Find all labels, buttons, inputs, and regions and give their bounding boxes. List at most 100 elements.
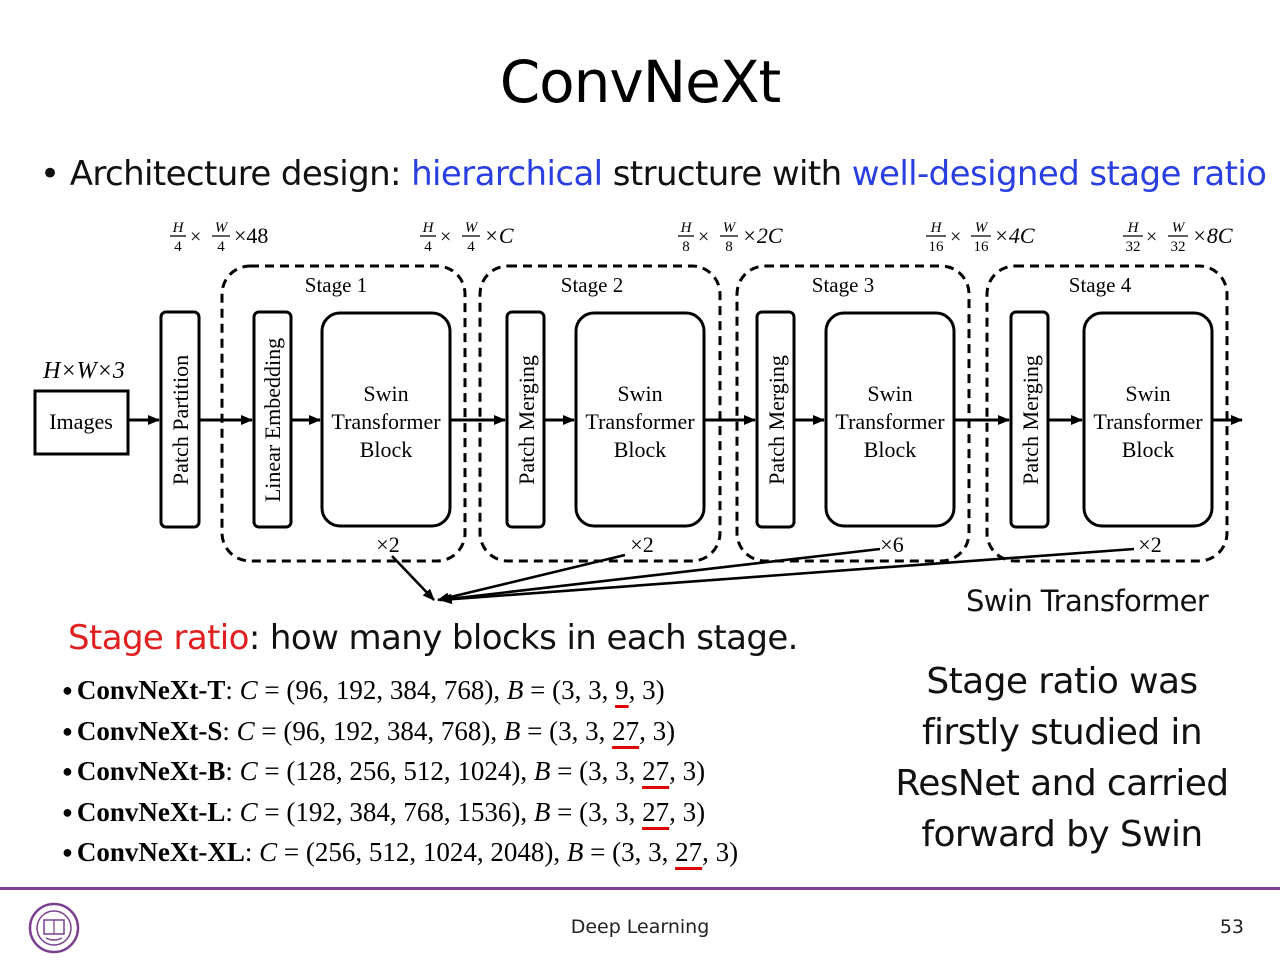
side-note-line: forward by Swin bbox=[921, 814, 1203, 855]
config-blocks-post: , 3) bbox=[628, 675, 665, 705]
stage-3-label: Stage 3 bbox=[812, 273, 874, 297]
slide-title: ConvNeXt bbox=[499, 48, 782, 116]
swin-architecture-diagram: H 4 × W 4 ×48 H 4 × W 4 ×C H 8 × W 8 bbox=[33, 220, 1243, 605]
svg-text:×: × bbox=[950, 226, 961, 248]
swin-block-2-line1: Swin bbox=[617, 381, 662, 406]
svg-text:W: W bbox=[215, 220, 229, 236]
config-name: ConvNeXt-S bbox=[76, 715, 223, 746]
swin-block-1-line3: Block bbox=[360, 437, 413, 462]
svg-text:8: 8 bbox=[682, 239, 690, 255]
side-note: Stage ratio was firstly studied in ResNe… bbox=[882, 656, 1242, 860]
list-item: ●ConvNeXt-B: C = (128, 256, 512, 1024), … bbox=[62, 756, 706, 786]
svg-text:32: 32 bbox=[1126, 239, 1141, 255]
footer-divider bbox=[0, 887, 1280, 890]
stage-ratio-definition: Stage ratio: how many blocks in each sta… bbox=[68, 618, 798, 658]
svg-text:×: × bbox=[440, 226, 451, 248]
stage-4-repeat: ×2 bbox=[1138, 532, 1161, 557]
svg-text:4: 4 bbox=[174, 239, 182, 255]
svg-text:W: W bbox=[975, 220, 989, 236]
stage-1-repeat: ×2 bbox=[376, 532, 399, 557]
swin-block-4-line2: Transformer bbox=[1093, 409, 1203, 434]
stage-4-label: Stage 4 bbox=[1069, 273, 1132, 297]
architecture-bullet: • Architecture design: hierarchical stru… bbox=[40, 154, 1267, 194]
config-channels: (96, 192, 384, 768) bbox=[286, 675, 494, 705]
side-note-line: Stage ratio was bbox=[926, 661, 1198, 702]
input-dims-label: H×W×3 bbox=[42, 358, 125, 384]
bullet-prefix: Architecture design: bbox=[69, 154, 412, 194]
svg-text:4: 4 bbox=[467, 239, 475, 255]
svg-text:W: W bbox=[723, 220, 737, 236]
swin-block-2-line2: Transformer bbox=[585, 409, 695, 434]
config-name: ConvNeXt-XL bbox=[76, 837, 245, 867]
svg-text:×: × bbox=[190, 226, 201, 248]
svg-text:H: H bbox=[172, 220, 185, 236]
config-name: ConvNeXt-B bbox=[76, 756, 226, 786]
swin-block-4-line3: Block bbox=[1122, 437, 1175, 462]
dim-label-stage1: H 4 × W 4 ×C bbox=[420, 220, 514, 255]
side-note-line: ResNet and carried bbox=[895, 763, 1229, 804]
stage-ratio-term: Stage ratio bbox=[68, 618, 249, 658]
svg-text:×: × bbox=[698, 226, 709, 248]
config-blocks-highlight: 27 bbox=[642, 796, 670, 827]
stage-4-container bbox=[985, 264, 1229, 563]
stage-2-label: Stage 2 bbox=[561, 273, 623, 297]
university-seal-icon bbox=[28, 902, 80, 954]
config-blocks-highlight: 27 bbox=[642, 756, 670, 786]
config-channels: (256, 512, 1024, 2048) bbox=[305, 837, 554, 867]
swin-block-2-line3: Block bbox=[614, 437, 667, 462]
images-label: Images bbox=[49, 409, 113, 434]
svg-text:4: 4 bbox=[217, 239, 225, 255]
page-number: 53 bbox=[1219, 916, 1244, 938]
bullet-middle: structure with bbox=[602, 154, 852, 194]
svg-text:H: H bbox=[422, 220, 435, 236]
stage-ratio-text: : how many blocks in each stage. bbox=[248, 618, 799, 658]
swin-transformer-caption: Swin Transformer bbox=[966, 584, 1209, 618]
list-item: ●ConvNeXt-T: C = (96, 192, 384, 768), B … bbox=[62, 675, 665, 705]
stage-ratio-pointers bbox=[391, 547, 1135, 605]
svg-text:×C: ×C bbox=[484, 223, 514, 248]
stage-3-repeat: ×6 bbox=[880, 532, 903, 557]
config-blocks-pre: (3, 3, bbox=[579, 756, 643, 786]
bullet-highlight-stage-ratio: well-designed stage ratio bbox=[851, 154, 1267, 194]
config-name: ConvNeXt-L bbox=[76, 796, 226, 827]
dim-label-stage4: H 32 × W 32 ×8C bbox=[1123, 220, 1233, 255]
config-blocks-post: , 3) bbox=[669, 796, 706, 827]
config-blocks-pre: (3, 3, bbox=[552, 675, 616, 705]
swin-block-3-line3: Block bbox=[864, 437, 917, 462]
svg-text:H: H bbox=[680, 220, 693, 236]
svg-text:H: H bbox=[1127, 220, 1140, 236]
linear-embedding-label: Linear Embedding bbox=[260, 338, 285, 502]
patch-partition-label: Patch Partition bbox=[168, 355, 193, 485]
stage-1-container bbox=[220, 264, 467, 563]
config-name: ConvNeXt-T bbox=[76, 675, 226, 705]
config-blocks-highlight: 27 bbox=[675, 837, 703, 867]
svg-text:×2C: ×2C bbox=[742, 223, 783, 248]
swin-block-3-line2: Transformer bbox=[835, 409, 945, 434]
swin-block-3-line1: Swin bbox=[867, 381, 912, 406]
bullet-highlight-hierarchical: hierarchical bbox=[411, 154, 603, 194]
svg-text:8: 8 bbox=[725, 239, 733, 255]
svg-text:4: 4 bbox=[424, 239, 432, 255]
config-blocks-pre: (3, 3, bbox=[612, 837, 676, 867]
config-channels: (192, 384, 768, 1536) bbox=[286, 796, 521, 827]
config-blocks-pre: (3, 3, bbox=[549, 715, 613, 746]
dim-label-stage3: H 16 × W 16 ×4C bbox=[926, 220, 1035, 255]
svg-text:×8C: ×8C bbox=[1192, 223, 1233, 248]
bullet-marker: • bbox=[40, 154, 60, 194]
config-channels: (96, 192, 384, 768) bbox=[283, 715, 491, 746]
convnext-config-list: ●ConvNeXt-T: C = (96, 192, 384, 768), B … bbox=[62, 670, 738, 873]
footer-course: Deep Learning bbox=[570, 916, 710, 938]
config-blocks-highlight: 9 bbox=[615, 675, 629, 705]
stage-3-container bbox=[735, 264, 971, 563]
svg-text:W: W bbox=[1172, 220, 1186, 236]
side-note-line: firstly studied in bbox=[921, 712, 1203, 753]
config-channels: (128, 256, 512, 1024) bbox=[286, 756, 521, 786]
dim-label-input: H 4 × W 4 ×48 bbox=[170, 220, 268, 255]
images-box bbox=[33, 389, 130, 456]
svg-text:H: H bbox=[930, 220, 943, 236]
svg-text:16: 16 bbox=[974, 239, 990, 255]
svg-text:×4C: ×4C bbox=[994, 223, 1035, 248]
patch-merging-label-4: Patch Merging bbox=[1018, 355, 1043, 485]
svg-text:W: W bbox=[465, 220, 479, 236]
stage-2-repeat: ×2 bbox=[630, 532, 653, 557]
